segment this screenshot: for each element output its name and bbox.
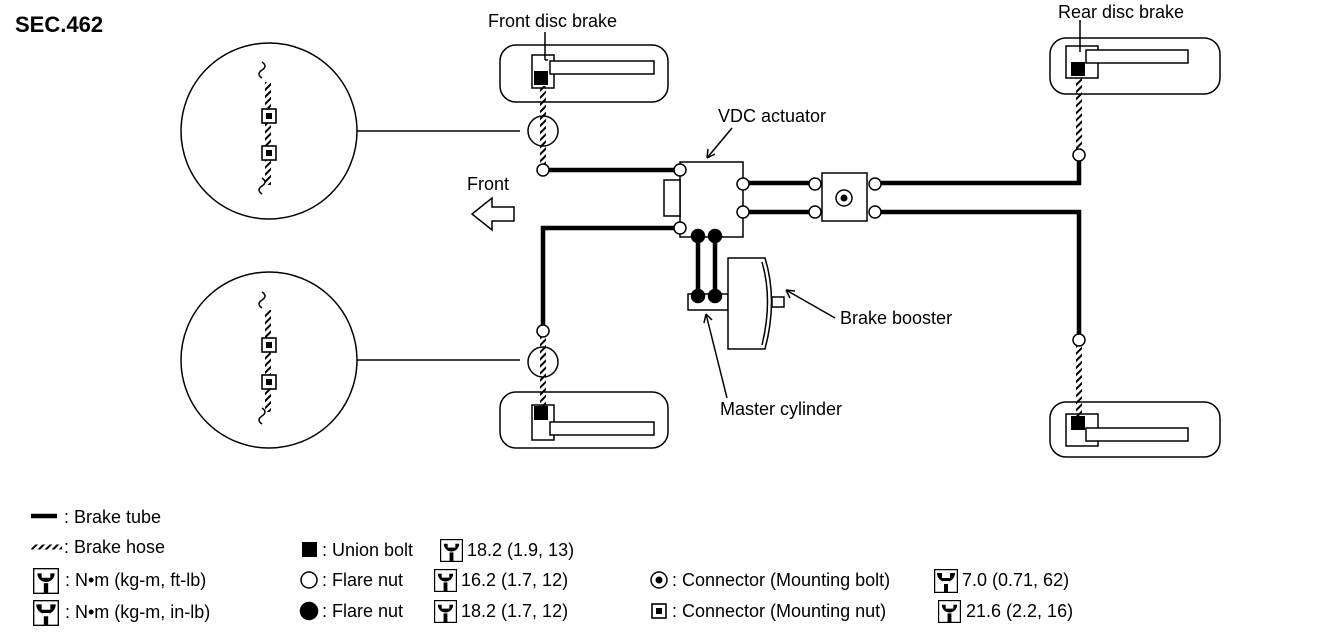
front-top-disc-brake [499,44,669,103]
legend-flare-nut-open-value: 16.2 (1.7, 12) [461,570,568,590]
legend-connector-bolt-value: 7.0 (0.71, 62) [962,570,1069,590]
legend-brake-tube: : Brake tube [64,507,161,527]
torque-wrench-icon [440,539,463,562]
legend-flare-nut-open: : Flare nut [322,570,403,590]
legend-torque-in-lb: : N•m (kg-m, in-lb) [65,602,210,622]
rear-bottom-disc-brake [1049,401,1221,458]
flare-nut-filled-legend-icon [299,601,319,621]
master-cylinder-label: Master cylinder [720,399,842,419]
torque-wrench-icon [33,568,59,594]
union-bolt-icon [1071,62,1085,76]
legend-union-bolt: : Union bolt [322,540,413,560]
rear-top-disc-brake [1049,37,1221,95]
torque-wrench-in-lb-icon [33,600,59,626]
front-direction-label: Front [467,174,509,194]
front-arrow-icon [470,196,515,232]
legend-connector-bolt: : Connector (Mounting bolt) [672,570,890,590]
connector-nut-icon [261,145,277,161]
rear-left-detail [180,271,520,449]
legend: : Brake tube : Brake hose : N•m (kg-m, f… [31,507,1073,626]
front-disc-brake-label: Front disc brake [488,11,617,31]
brake-tube-rear-bottom [872,209,1082,340]
front-left-detail [180,42,520,220]
legend-brake-hose: : Brake hose [64,537,165,557]
brake-booster-label: Brake booster [840,308,952,328]
rear-disc-brake-label: Rear disc brake [1058,2,1184,22]
legend-flare-nut-filled: : Flare nut [322,601,403,621]
legend-union-bolt-value: 18.2 (1.9, 13) [467,540,574,560]
brake-tube-rear-top [872,157,1082,186]
front-bottom-disc-brake [499,391,669,449]
union-bolt-icon [534,406,548,420]
brake-tube-front-bottom [540,225,681,333]
union-bolt-legend-icon [302,542,317,557]
union-bolt-icon [1071,416,1085,430]
torque-wrench-icon [434,569,457,592]
union-bolt-icon [534,71,548,85]
flare-nut-open-legend-icon [300,571,318,589]
connector-nut-icon [261,337,277,353]
vdc-actuator-label: VDC actuator [718,106,826,126]
flare-nuts-filled [690,228,723,304]
torque-wrench-icon [938,600,961,623]
legend-torque-ft-lb: : N•m (kg-m, ft-lb) [65,570,206,590]
torque-wrench-icon [434,600,457,623]
connector-block [821,172,868,222]
flare-nuts-open [536,148,1086,347]
connector-nut-icon [261,374,277,390]
legend-flare-nut-filled-value: 18.2 (1.7, 12) [461,601,568,621]
legend-connector-nut: : Connector (Mounting nut) [672,601,886,621]
connector-nut-legend-icon [651,603,667,619]
legend-connector-nut-value: 21.6 (2.2, 16) [966,601,1073,621]
brake-booster [727,257,785,350]
section-code: SEC.462 [15,12,103,37]
torque-wrench-in-lb-icon [934,569,958,593]
connector-nut-icon [261,108,277,124]
vdc-actuator [663,161,744,238]
